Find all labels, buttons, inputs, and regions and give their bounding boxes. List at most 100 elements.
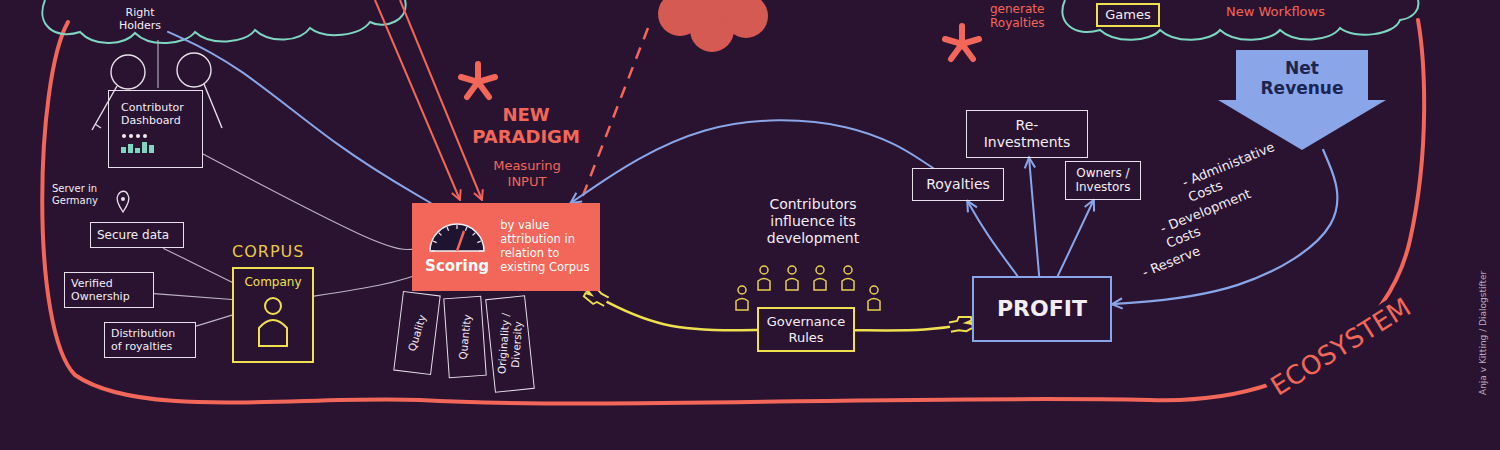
gauge-tick [456,225,457,229]
magnifier-handle [92,86,117,130]
node-text: Quantity [455,300,475,375]
person-icon [870,286,878,294]
node-text: Scoring [418,257,496,275]
dot-icon [143,134,147,138]
person-icon [814,279,826,291]
arrow-fill [1218,50,1386,150]
gauge-icon [426,219,488,253]
criteria-tag: Quality [393,291,440,375]
node-text: Royalties [919,176,997,193]
connector [1029,158,1039,276]
person-body [259,320,287,346]
annotation-label: NEW PARADIGM [470,104,582,147]
criteria-tag: Originality / Diversity [485,295,535,393]
location-pin [117,191,129,212]
gauge-tick [433,241,437,243]
dot-icon [122,134,126,138]
person-icon [253,296,293,348]
gauge-tick [447,227,449,231]
connector [855,323,972,331]
scoring-box: Scoringby value attribution in relation … [412,203,600,291]
node-text: Right Holders [112,6,168,32]
bar-icon [121,147,126,153]
annotation-label: generate Royalties [990,2,1062,31]
magnifier-icon [111,55,145,89]
bar-icon [128,144,133,153]
connector [587,291,757,330]
dot-icon [136,134,140,138]
asterisk-stroke [461,77,478,82]
node-text: Company [238,275,308,289]
node-text: Verified Ownership [71,277,147,303]
company-box: CORPUS Company [232,242,314,363]
node-text: Net Revenue [1247,58,1357,99]
node-text: Secure data [97,228,177,242]
node-text: Contributor Dashboard [121,101,196,127]
person-icon [868,299,880,311]
gauge-tick [431,250,435,251]
asterisk-symbol [945,26,979,59]
node-text: Owners / Investors [1071,166,1135,195]
dashboard-box: Contributor Dashboard [108,90,203,168]
process-box: Distribution of royalties [104,322,196,358]
bar-icon [149,145,154,153]
person-icon [788,266,796,274]
node-text: Governance Rules [765,314,847,345]
process-box: Royalties [912,168,1004,201]
gauge-dial [430,224,484,251]
node-text: CORPUS [232,242,314,261]
node-text: PROFIT [980,296,1104,322]
game-box: Games [1096,3,1160,27]
process-box: Verified Ownership [64,272,154,308]
ecosystem-boundary [42,20,1424,404]
process-box: Owners / Investors [1065,161,1141,200]
magnifier-handle [95,124,101,128]
connector [1058,200,1094,276]
flower-shape [658,0,768,52]
node-text: by value attribution in relation to exis… [500,219,594,274]
annotation-label: Contributors influence its development [752,196,874,246]
connector [967,201,1017,276]
bar-icon [135,148,140,153]
gauge-tick [466,227,468,231]
node-text: Re-Investments [973,117,1081,151]
connector [164,248,232,282]
node-text: Quality [400,296,434,370]
gauge-tick [473,233,476,236]
connector [314,277,412,297]
node-text: Distribution of royalties [111,327,189,353]
person-icon [736,299,748,311]
magnifier-icon [177,53,211,87]
gauge-needle [457,231,464,251]
governance-box: Governance Rules [757,307,855,352]
connector [154,294,232,300]
asterisk-symbol [461,64,495,97]
chart-icon [121,133,161,153]
person-icon [842,279,854,291]
dot-icon [129,134,133,138]
criteria-tag: Quantity [443,296,486,378]
connector [203,154,412,249]
annotation-label: ECOSYSTEM [1262,290,1420,405]
annotation-label: Server in Germany [52,183,120,207]
annotation-label: New Workflows [1226,4,1325,20]
cloud-node: Right Holders [112,6,168,32]
flower-petal [710,0,754,18]
profit-box: PROFIT [972,276,1112,342]
leader-line [157,40,158,88]
node-text: Originality / Diversity [494,299,525,389]
person-icon [844,266,852,274]
annotation-label: Measuring INPUT [488,158,566,189]
input-arrow [375,0,460,200]
bar-icon [142,142,147,153]
connector [168,32,431,203]
score-gauge: Scoring [418,219,496,275]
gauge-tick [477,241,481,243]
cloud-outline [42,0,405,43]
connector [571,120,933,203]
process-box: Secure data [90,222,184,248]
magnifier-handle [204,84,222,128]
process-box: Re-Investments [966,110,1088,158]
input-arrow [400,0,482,200]
